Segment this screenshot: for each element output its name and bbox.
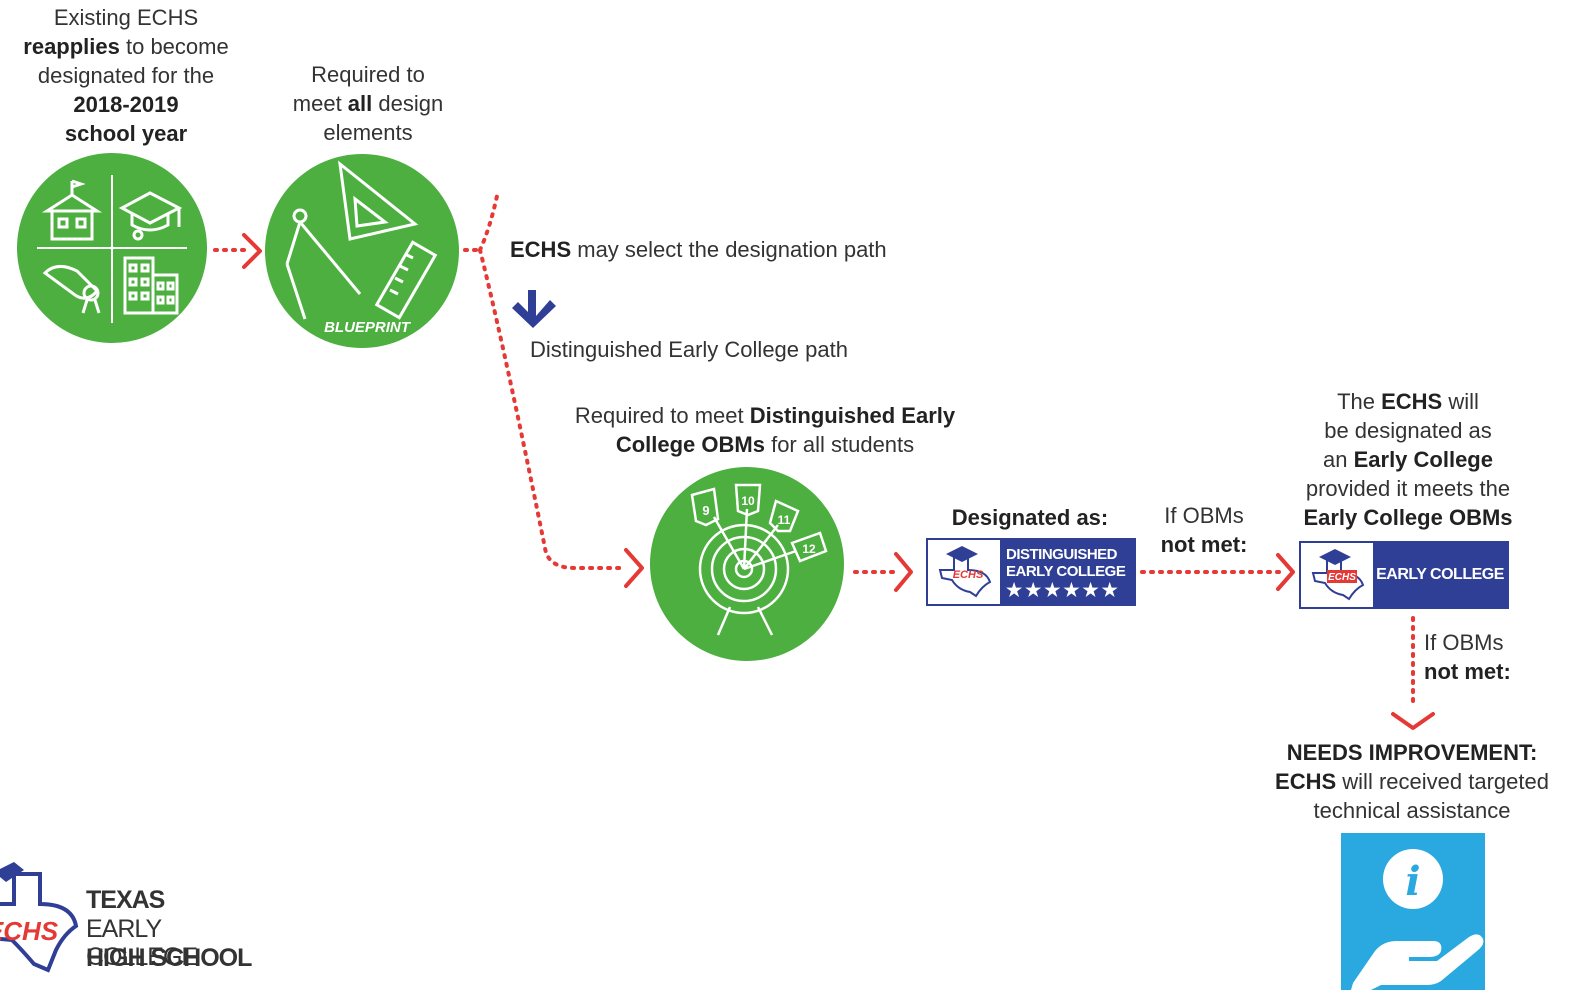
school-icons-circle [17, 153, 207, 343]
office-building-icon [123, 256, 179, 315]
if-obms-not-met-1: If OBMs not met: [1140, 501, 1268, 559]
distinguished-path-label: Distinguished Early College path [530, 337, 848, 362]
step1-line2-rest: to become [119, 34, 229, 59]
grade-flag-10: 10 [734, 483, 762, 517]
target-circle: 9 10 11 12 [650, 467, 844, 661]
connector-branch-down [478, 248, 622, 570]
distinguished-band: DISTINGUISHED EARLY COLLEGE ★★★★★★ [1000, 540, 1134, 604]
step3-line2-bold: College OBMs [615, 432, 765, 457]
echs-seal-text-2: ECHS [1328, 572, 1356, 583]
arrowhead-designated [894, 552, 913, 592]
badge-distinguished-line2: EARLY COLLEGE [1006, 563, 1126, 580]
distinguished-early-college-badge: ECHS DISTINGUISHED EARLY COLLEGE ★★★★★★ [926, 538, 1136, 606]
early-line5: Early College OBMs [1303, 505, 1513, 530]
step1-reapplies: reapplies [23, 34, 120, 59]
flag-11-label: 11 [778, 513, 791, 527]
step2-line3: elements [323, 120, 413, 145]
step2-line2-pre: meet [292, 91, 348, 116]
step2-line2-post: design [372, 91, 444, 116]
early-line1-pre: The [1337, 389, 1382, 414]
arrowhead-early [1276, 553, 1295, 591]
badge-distinguished-line1: DISTINGUISHED [1006, 546, 1118, 563]
if-obms-not-met-2: If OBMs not met: [1424, 628, 1544, 686]
if-obms-1-line1: If OBMs [1164, 503, 1244, 528]
step1-line3: designated for the [37, 63, 215, 88]
path-choice-text: ECHS may select the designation path [510, 235, 950, 264]
step2-line1: Required to [311, 62, 425, 87]
blueprint-label: BLUEPRINT [324, 319, 412, 336]
connector-branch-up [478, 194, 499, 252]
flag-12-label: 12 [802, 542, 816, 556]
logo-seal-text: ECHS [0, 916, 59, 946]
needs-improvement-title: NEEDS IMPROVEMENT: [1286, 740, 1538, 765]
if-obms-2-line1: If OBMs [1424, 630, 1504, 655]
early-line1-post: will [1442, 389, 1479, 414]
early-college-badge: ECHS EARLY COLLEGE [1299, 541, 1509, 609]
logo-line2: EARLY COLLEGE [86, 915, 198, 971]
early-college-badge-text: EARLY COLLEGE [1376, 566, 1504, 583]
triangle-ruler-icon [338, 160, 419, 241]
path-choice-echs: ECHS [510, 237, 572, 262]
logo-line1: TEXAS [86, 886, 165, 914]
step2-all: all [347, 91, 373, 116]
badge-stars: ★★★★★★ [1006, 580, 1121, 600]
early-line3-bold: Early College [1353, 447, 1493, 472]
needs-line3: technical assistance [1313, 798, 1511, 823]
step1-text: Existing ECHS reapplies to become design… [10, 3, 242, 148]
early-college-text: The ECHS will be designated as an Early … [1288, 387, 1528, 532]
step3-line1-pre: Required to meet [574, 403, 750, 428]
step3-line1-bold: Distinguished Early [749, 403, 956, 428]
early-line1-echs: ECHS [1381, 389, 1443, 414]
school-building-icon [41, 179, 103, 241]
texas-echs-logo: ECHS TEXAS EARLY COLLEGE HIGH SCHOOL [0, 860, 270, 990]
info-letter: i [1405, 858, 1420, 905]
designated-as-text: Designated as: [951, 505, 1109, 530]
step3-text: Required to meet Distinguished Early Col… [545, 401, 985, 459]
early-college-band: EARLY COLLEGE [1373, 543, 1507, 607]
if-obms-1-line2: not met: [1160, 532, 1248, 557]
step2-text: Required to meet all design elements [268, 60, 468, 147]
arrowhead-needs [1391, 712, 1435, 730]
if-obms-2-line2: not met: [1424, 659, 1511, 684]
step1-year: 2018-2019 [73, 92, 179, 117]
echs-seal-text: ECHS [953, 569, 984, 581]
grade-flag-11: 11 [768, 499, 800, 533]
flag-9-label: 9 [702, 503, 709, 518]
step1-line1: Existing ECHS [53, 5, 199, 30]
compass-icon [285, 208, 362, 320]
step3-line2-rest: for all students [764, 432, 915, 457]
echs-seal-icon-2: ECHS [1301, 543, 1373, 607]
echs-seal-icon: ECHS [928, 540, 1000, 604]
needs-line2-rest: will received targeted [1336, 769, 1549, 794]
blue-down-arrow-icon [512, 290, 556, 328]
logo-line3: HIGH SCHOOL [86, 944, 252, 972]
technical-assistance-icon: i [1341, 833, 1485, 990]
graduation-cap-icon [118, 191, 183, 241]
designated-label: Designated as: [930, 503, 1130, 532]
hand-icon [1351, 934, 1484, 990]
early-line4: provided it meets the [1305, 476, 1511, 501]
flag-10-label: 10 [741, 494, 755, 508]
early-line2: be designated as [1324, 418, 1492, 443]
step1-school-year: school year [64, 121, 188, 146]
needs-improvement-text: NEEDS IMPROVEMENT: ECHS will received ta… [1262, 738, 1562, 825]
arrowhead-step2 [242, 233, 262, 269]
grade-flag-9: 9 [690, 487, 720, 527]
needs-line2-echs: ECHS [1275, 769, 1337, 794]
target-icon [698, 523, 790, 636]
early-line3-pre: an [1323, 447, 1354, 472]
arrowhead-target [624, 548, 644, 588]
texas-map-seal-icon: ECHS [0, 862, 79, 973]
ruler-icon [374, 240, 438, 320]
diploma-icon [42, 265, 101, 314]
path-choice-rest: may select the designation path [571, 237, 887, 262]
blueprint-circle: BLUEPRINT [265, 154, 459, 348]
grade-flag-12: 12 [790, 531, 828, 563]
